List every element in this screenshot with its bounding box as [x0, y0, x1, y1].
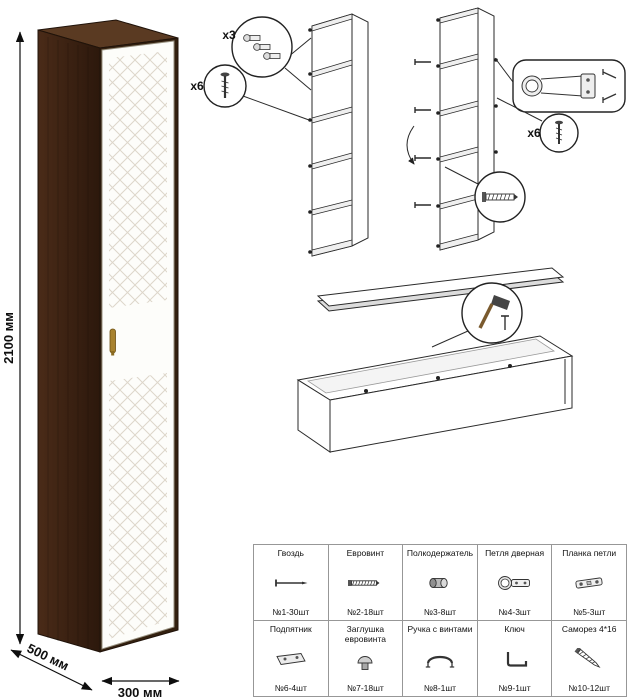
part-cell-screw-cap: Заглушка евровинта №7-18шт [328, 621, 404, 697]
part-cell-nail: Гвоздь №1-30шт [254, 545, 329, 621]
part-cell-screw: Саморез 4*16 №10-12шт [552, 621, 627, 697]
door-hinge-icon [497, 575, 530, 590]
screw-icon [555, 120, 563, 144]
shelf-support-icon [429, 577, 448, 588]
screw-cap-icon [357, 655, 373, 670]
carcass-box [296, 335, 574, 453]
part-name: Ключ [504, 624, 525, 634]
assembly-diagram: x3 x6 [190, 7, 626, 453]
part-name: Гвоздь [277, 548, 304, 558]
screw-dots [364, 364, 512, 393]
part-name: Планка петли [562, 548, 617, 558]
wardrobe-side-panel [37, 29, 101, 653]
screw-icon [220, 72, 230, 98]
part-count: №8-1шт [423, 682, 457, 693]
loose-screws [414, 59, 431, 208]
side-panel-a [308, 13, 369, 257]
wardrobe-door [101, 40, 175, 650]
part-cell-key: Ключ №9-1шт [477, 621, 553, 697]
screw-callout-right: x6 [496, 97, 579, 153]
part-cell-foot-pad: Подпятник №6-4шт [254, 621, 329, 697]
hinge-plate-icon [575, 577, 603, 589]
part-name: Подпятник [269, 624, 312, 634]
hinge-detail-callout [494, 57, 626, 113]
part-name: Заглушка евровинта [344, 624, 386, 644]
part-name: Евровинт [346, 548, 385, 558]
screw-dots [308, 28, 312, 254]
top-screw-count-label: x6 [190, 79, 204, 93]
parts-table: Гвоздь №1-30шт Евровинт №2-18шт Полкодер… [253, 544, 627, 697]
hinge-callout: x3 [222, 16, 312, 91]
part-count: №1-30шт [272, 606, 310, 617]
handle-icon [425, 655, 455, 668]
part-count: №9-1шт [498, 682, 531, 693]
hinge-count-label: x3 [222, 28, 236, 42]
part-count: №7-18шт [346, 683, 384, 693]
rotate-arrow [406, 125, 415, 165]
wardrobe-body [37, 19, 179, 653]
part-name: Ручка с винтами [407, 624, 473, 634]
part-name: Петля дверная [485, 548, 545, 558]
euroscrew-icon [348, 579, 380, 586]
hinge-mechanism-icon [521, 69, 617, 103]
part-name: Саморез 4*16 [561, 624, 617, 634]
part-cell-handle: Ручка с винтами №8-1шт [403, 621, 478, 697]
width-dimension-label: 300 мм [118, 685, 163, 700]
door-pattern-upper [109, 51, 167, 308]
euroscrew-icon [482, 192, 518, 202]
depth-dimension-line [10, 649, 93, 691]
part-count: №3-8шт [423, 606, 457, 617]
part-count: №6-4шт [274, 682, 307, 693]
confirmat-callout [444, 166, 526, 223]
part-cell-shelf-support: Полкодержатель №3-8шт [403, 545, 478, 621]
foot-pad-icon [276, 652, 306, 665]
part-count: №10-12шт [568, 682, 610, 693]
wood-grain [47, 37, 89, 649]
nail-icon [274, 579, 308, 587]
right-screw-count-label: x6 [527, 126, 541, 140]
hinge-icon [243, 34, 281, 60]
screw-icon [574, 647, 601, 668]
hammer-callout [431, 282, 523, 348]
door-handle [109, 328, 116, 356]
height-dimension-label: 2100 мм [1, 312, 16, 364]
part-cell-door-hinge: Петля дверная №4-3шт [477, 545, 553, 621]
part-count: №2-18шт [346, 606, 384, 617]
part-cell-hinge-plate: Планка петли №5-3шт [552, 545, 627, 621]
part-count: №4-3шт [498, 606, 531, 617]
part-count: №5-3шт [573, 606, 606, 617]
part-cell-euroscrew: Евровинт №2-18шт [328, 545, 404, 621]
screw-callout-top: x6 [190, 64, 310, 121]
back-panel-sheet [316, 267, 565, 312]
part-name: Полкодержатель [406, 548, 474, 558]
wardrobe-illustration: 2100 мм 500 мм 300 мм [1, 19, 180, 700]
door-pattern-lower [109, 373, 167, 639]
hammer-icon [478, 295, 510, 330]
key-icon [506, 651, 527, 667]
